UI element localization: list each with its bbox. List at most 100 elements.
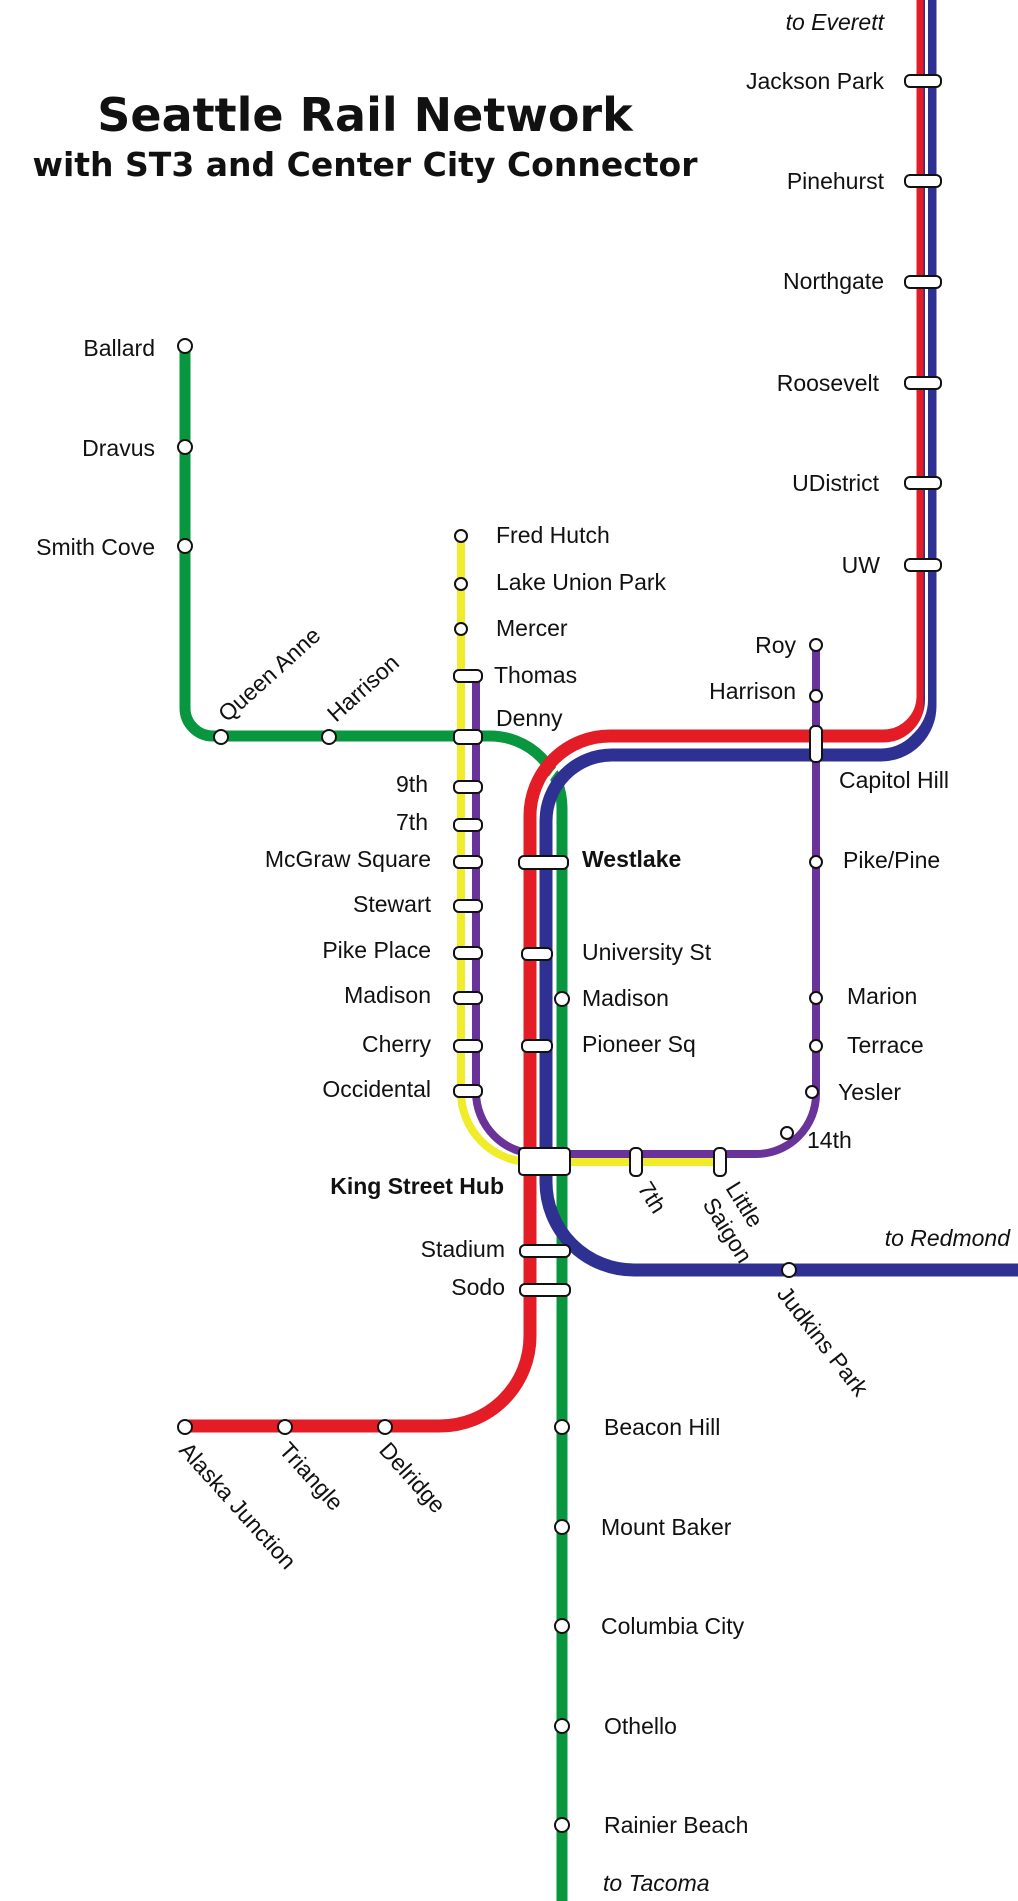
label-jackson-park: Jackson Park bbox=[746, 68, 885, 94]
station-mcgraw-square[interactable] bbox=[453, 855, 483, 869]
label-14th: 14th bbox=[807, 1127, 852, 1153]
station-delridge[interactable] bbox=[377, 1419, 393, 1435]
map-title: Seattle Rail Network bbox=[97, 88, 633, 142]
station-thomas[interactable] bbox=[453, 669, 483, 683]
station-roosevelt[interactable] bbox=[904, 376, 942, 390]
station-terrace[interactable] bbox=[809, 1039, 823, 1053]
label-occidental: Occidental bbox=[322, 1076, 431, 1102]
label-cherry: Cherry bbox=[362, 1031, 432, 1057]
station-capitol-hill[interactable] bbox=[809, 725, 823, 763]
label-pike-place: Pike Place bbox=[322, 937, 431, 963]
label-columbia-city: Columbia City bbox=[601, 1613, 745, 1639]
label-harrison-purple: Harrison bbox=[709, 678, 796, 704]
station-markers bbox=[177, 338, 823, 1833]
label-harrison-green: Harrison bbox=[322, 649, 404, 726]
label-mount-baker: Mount Baker bbox=[601, 1514, 732, 1540]
label-queen-anne: Queen Anne bbox=[213, 622, 325, 727]
blue-line bbox=[539, 0, 1018, 1277]
destination-everett: to Everett bbox=[786, 9, 886, 35]
label-mcgraw-square: McGraw Square bbox=[265, 846, 431, 872]
station-sodo[interactable] bbox=[519, 1283, 571, 1297]
station-mount-baker[interactable] bbox=[554, 1519, 570, 1535]
label-denny: Denny bbox=[496, 705, 563, 731]
station-pike-pine[interactable] bbox=[809, 855, 823, 869]
station-ballard[interactable] bbox=[177, 338, 193, 354]
label-stadium: Stadium bbox=[421, 1236, 505, 1262]
label-northgate: Northgate bbox=[783, 268, 884, 294]
station-udistrict[interactable] bbox=[904, 476, 942, 490]
station-labels: to Everett to Redmond to Tacoma Jackson … bbox=[36, 9, 1011, 1896]
label-uw: UW bbox=[842, 552, 881, 578]
station-madison-west[interactable] bbox=[453, 991, 483, 1005]
station-alaska-junction[interactable] bbox=[177, 1419, 193, 1435]
station-harrison-purple[interactable] bbox=[809, 689, 823, 703]
station-northgate[interactable] bbox=[904, 275, 942, 289]
destination-tacoma: to Tacoma bbox=[603, 1870, 710, 1896]
station-dravus[interactable] bbox=[177, 439, 193, 455]
station-harrison-green[interactable] bbox=[321, 729, 337, 745]
label-dravus: Dravus bbox=[82, 435, 155, 461]
station-pinehurst[interactable] bbox=[904, 174, 942, 188]
station-occidental[interactable] bbox=[453, 1084, 483, 1098]
label-udistrict: UDistrict bbox=[792, 470, 879, 496]
station-stewart[interactable] bbox=[453, 899, 483, 913]
label-7th-north: 7th bbox=[396, 809, 428, 835]
red-blue-separator bbox=[536, 0, 928, 1190]
station-14th[interactable] bbox=[780, 1126, 794, 1140]
red-line bbox=[185, 0, 930, 1433]
station-7th-south[interactable] bbox=[629, 1147, 643, 1177]
station-westlake[interactable] bbox=[518, 855, 569, 870]
label-smith-cove: Smith Cove bbox=[36, 534, 155, 560]
station-cherry[interactable] bbox=[453, 1039, 483, 1053]
station-little-saigon[interactable] bbox=[713, 1147, 727, 1177]
label-pinehurst: Pinehurst bbox=[787, 168, 885, 194]
station-madison-east[interactable] bbox=[554, 991, 570, 1007]
station-king-street-hub[interactable] bbox=[518, 1147, 571, 1176]
station-beacon-hill[interactable] bbox=[554, 1419, 570, 1435]
station-marion[interactable] bbox=[809, 991, 823, 1005]
label-capitol-hill: Capitol Hill bbox=[839, 767, 949, 793]
map-subtitle: with ST3 and Center City Connector bbox=[32, 145, 698, 184]
station-pioneer-sq[interactable] bbox=[521, 1039, 553, 1053]
station-denny[interactable] bbox=[453, 729, 483, 745]
label-triangle: Triangle bbox=[274, 1437, 348, 1516]
label-terrace: Terrace bbox=[847, 1032, 924, 1058]
label-delridge: Delridge bbox=[374, 1437, 451, 1518]
station-uw[interactable] bbox=[904, 558, 942, 572]
station-roy[interactable] bbox=[809, 638, 823, 652]
station-university-st[interactable] bbox=[521, 947, 553, 961]
station-9th[interactable] bbox=[453, 780, 483, 794]
label-madison-west: Madison bbox=[344, 982, 431, 1008]
label-ballard: Ballard bbox=[83, 335, 155, 361]
station-smith-cove[interactable] bbox=[177, 538, 193, 554]
line-separators bbox=[536, 0, 928, 1190]
station-queen-anne[interactable] bbox=[213, 729, 229, 745]
station-stadium[interactable] bbox=[519, 1244, 571, 1258]
label-mercer: Mercer bbox=[496, 615, 568, 641]
station-columbia-city[interactable] bbox=[554, 1618, 570, 1634]
station-lake-union-park[interactable] bbox=[454, 577, 468, 591]
station-rainier-beach[interactable] bbox=[554, 1817, 570, 1833]
station-triangle[interactable] bbox=[277, 1419, 293, 1435]
label-pike-pine: Pike/Pine bbox=[843, 847, 940, 873]
station-mercer[interactable] bbox=[454, 622, 468, 636]
destination-redmond: to Redmond bbox=[885, 1225, 1012, 1251]
purple-line bbox=[472, 644, 820, 1158]
label-othello: Othello bbox=[604, 1713, 677, 1739]
station-jackson-park[interactable] bbox=[904, 74, 942, 88]
station-yesler[interactable] bbox=[805, 1085, 819, 1099]
interchange-markers bbox=[453, 74, 942, 1297]
label-fred-hutch: Fred Hutch bbox=[496, 522, 610, 548]
station-judkins-park[interactable] bbox=[781, 1262, 797, 1278]
label-roosevelt: Roosevelt bbox=[777, 370, 880, 396]
label-roy: Roy bbox=[755, 632, 796, 658]
label-madison-east: Madison bbox=[582, 985, 669, 1011]
label-thomas: Thomas bbox=[494, 662, 577, 688]
label-stewart: Stewart bbox=[353, 891, 432, 917]
label-rainier-beach: Rainier Beach bbox=[604, 1812, 748, 1838]
station-othello[interactable] bbox=[554, 1718, 570, 1734]
station-7th-north[interactable] bbox=[453, 818, 483, 832]
station-fred-hutch[interactable] bbox=[454, 529, 468, 543]
station-pike-place[interactable] bbox=[453, 946, 483, 960]
